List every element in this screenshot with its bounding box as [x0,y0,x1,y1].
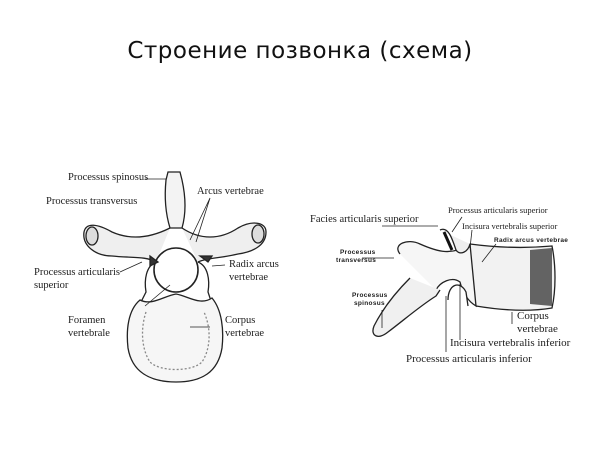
label-processus-transversus: Processus transversus [46,196,138,207]
label-processus-spinosus-lateral-1: Processus [352,292,388,299]
label-incisura-vertebralis-inferior: Incisura vertebralis inferior [450,337,571,349]
label-corpus-vertebrae-lateral: vertebrae [517,323,558,335]
label-radix-arcus-vertebrae: vertebrae [229,272,269,283]
label-processus-transversus-lateral-1: Processus [340,249,376,256]
label-radix-arcus-vertebrae-lateral: Radix arcus vertebrae [494,237,569,244]
label-foramen-vertebrale: vertebrale [68,328,110,339]
label-processus-articularis-inferior: Processus articularis inferior [406,353,532,365]
label-processus-articularis: Processus articularis [34,267,121,278]
label-processus-articularis-superior: superior [34,280,69,291]
page-title: Строение позвонка (схема) [127,38,473,64]
label-corpus: Corpus [225,315,256,326]
label-facies-articularis-superior: Facies articularis superior [310,214,419,225]
label-corpus-vertebrae: vertebrae [225,328,265,339]
label-processus-transversus-lateral-2: transversus [336,257,377,264]
label-foramen: Foramen [68,315,106,326]
label-arcus-vertebrae: Arcus vertebrae [197,186,264,197]
label-radix-arcus: Radix arcus [229,259,279,270]
label-processus-spinosus-lateral-2: spinosus [354,300,385,307]
label-processus-articularis-superior-lateral: Processus articularis superior [448,205,548,215]
label-incisura-vertebralis-superior: Incisura vertebralis superior [462,221,558,231]
label-corpus-lateral: Corpus [517,310,549,322]
label-processus-spinosus: Processus spinosus [68,172,149,183]
